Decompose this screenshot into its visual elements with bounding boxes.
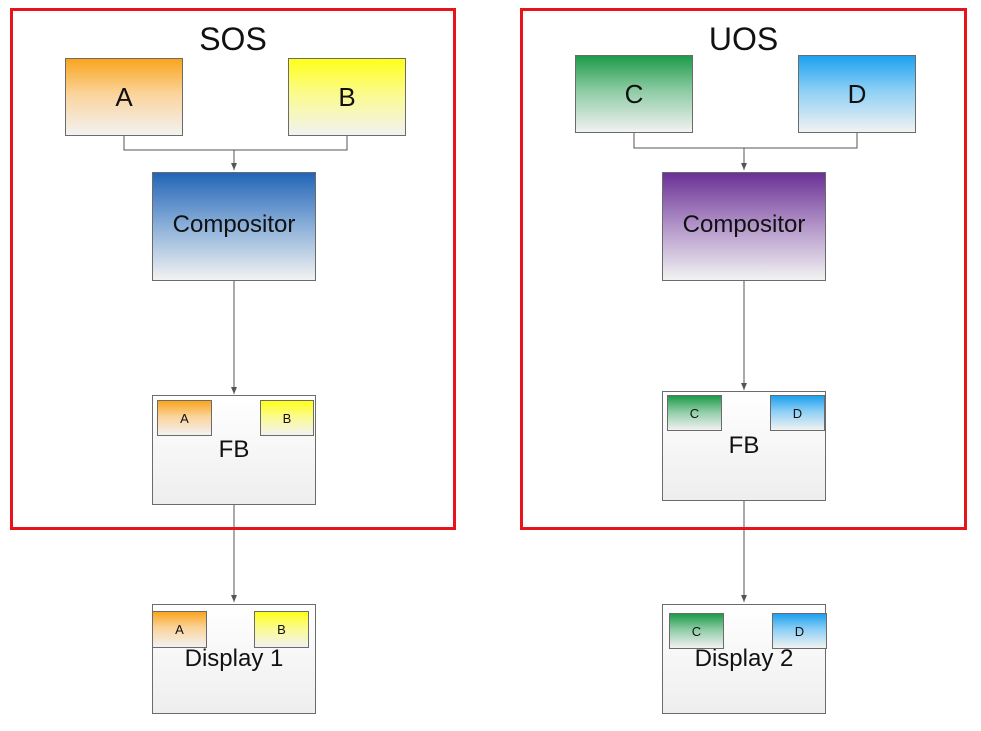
fb-uos-label: FB [728, 432, 760, 459]
fb-uos-chip-c-label: C [689, 405, 700, 421]
display-1-label: Display 1 [184, 645, 284, 672]
display-1-chip-b-label: B [277, 622, 286, 637]
display-1-chip-a: A [152, 611, 207, 648]
fb-sos-chip-a: A [157, 400, 212, 436]
uos-frame: UOS [520, 8, 967, 530]
fb-sos-chip-b-label: B [282, 410, 292, 426]
display-2-label: Display 2 [694, 645, 794, 672]
display-2-chip-c: C [669, 613, 724, 649]
fb-uos-chip-d: D [770, 395, 825, 431]
app-b-label: B [338, 81, 356, 112]
fb-uos-chip-c: C [667, 395, 722, 431]
display-2-chip-d-label: D [794, 623, 805, 639]
sos-frame: SOS [10, 8, 456, 530]
uos-title: UOS [708, 21, 779, 57]
fb-uos-box: C D FB [662, 391, 826, 501]
fb-sos-box: A B FB [152, 395, 316, 505]
sos-title: SOS [199, 21, 267, 57]
display-1-chip-b: B [254, 611, 309, 648]
fb-uos-chip-d-label: D [792, 405, 803, 421]
fb-sos-label: FB [218, 436, 250, 463]
compositor-uos-box: Compositor [662, 172, 826, 281]
fb-sos-chip-a-label: A [180, 410, 189, 426]
app-b-box: B [288, 58, 406, 136]
display-2-box: Display 2 C D [662, 604, 827, 714]
app-a-box: A [65, 58, 183, 136]
compositor-uos-label: Compositor [682, 210, 806, 238]
app-d-label: D [847, 78, 867, 109]
display-1-box: Display 1 A B [152, 604, 316, 714]
compositor-sos-box: Compositor [152, 172, 316, 281]
app-d-box: D [798, 55, 916, 133]
compositor-sos-label: Compositor [172, 210, 296, 238]
connector-c-to-merge [633, 133, 858, 149]
display-2-chip-d: D [772, 613, 827, 649]
app-c-label: C [624, 78, 644, 109]
connector-a-to-merge [123, 136, 348, 151]
display-1-chip-a-label: A [175, 622, 184, 637]
app-c-box: C [575, 55, 693, 133]
fb-sos-chip-b: B [260, 400, 314, 436]
display-2-chip-c-label: C [691, 623, 702, 639]
app-a-label: A [115, 81, 133, 112]
